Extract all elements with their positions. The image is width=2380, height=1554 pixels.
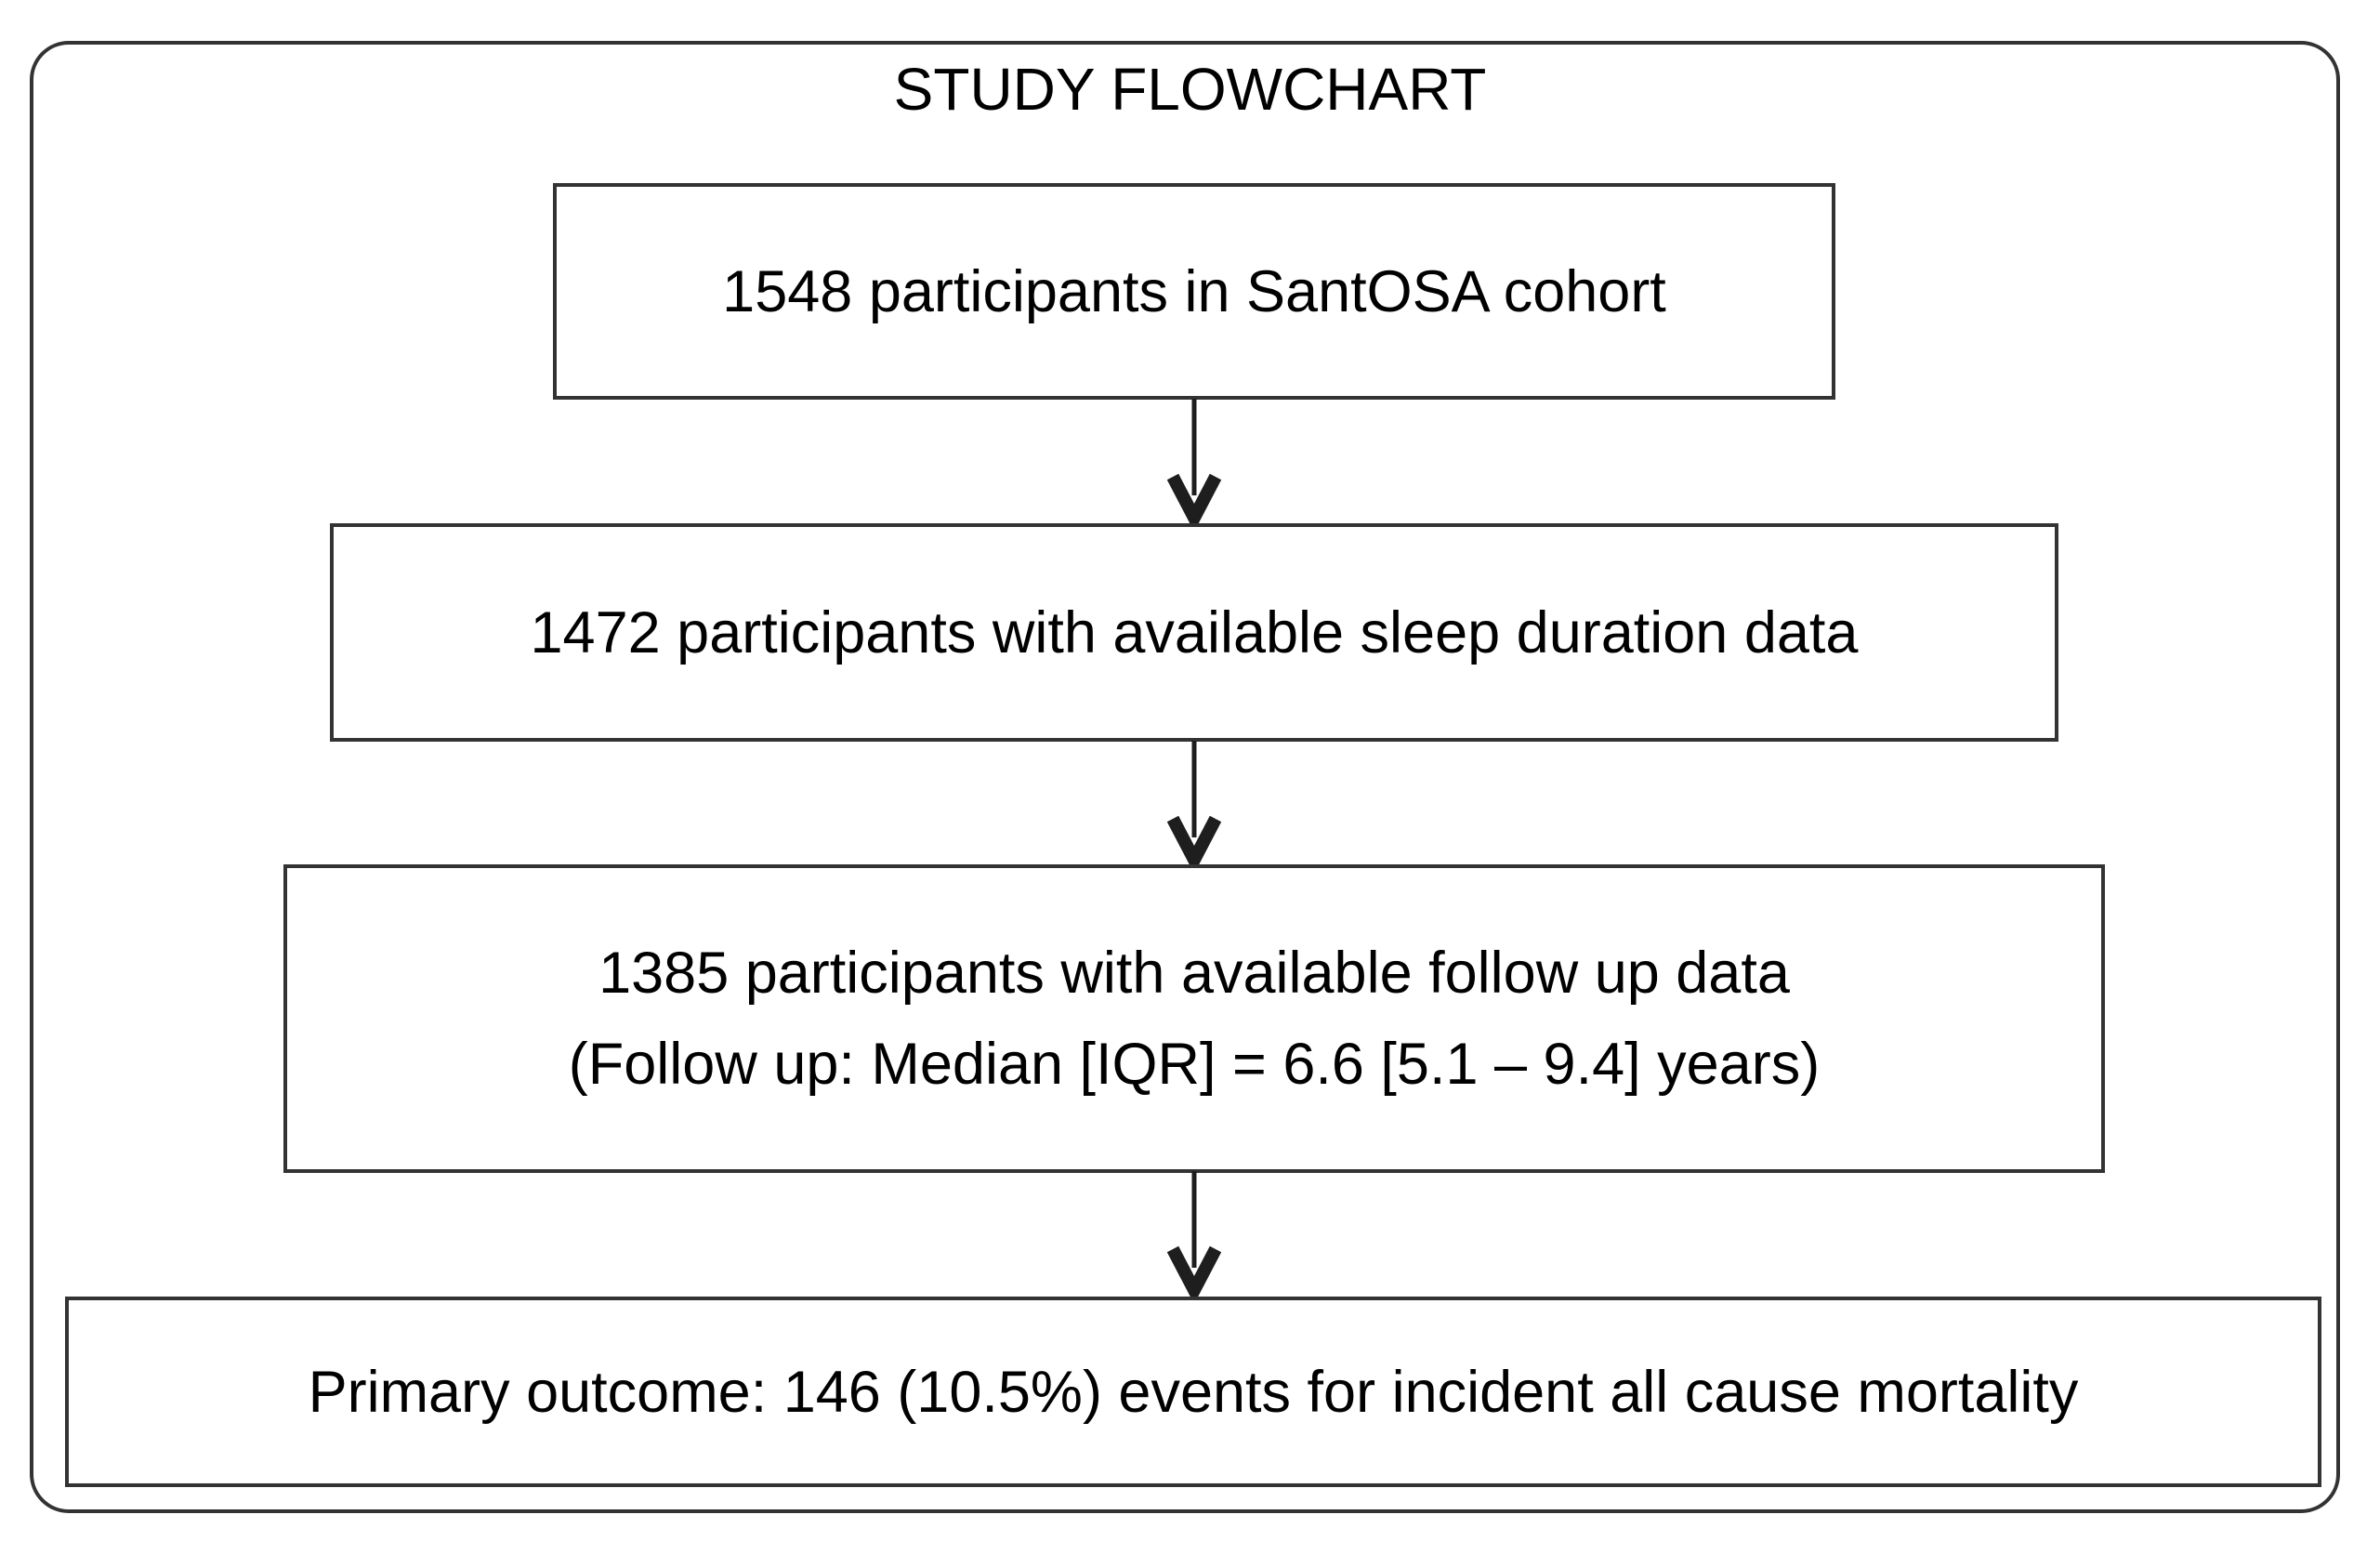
node-followup-text: 1385 participants with available follow … — [569, 928, 1820, 1110]
node-outcome-text: Primary outcome: 146 (10.5%) events for … — [308, 1359, 2079, 1425]
node-followup-line1: 1385 participants with available follow … — [598, 941, 1790, 1006]
node-outcome-box: Primary outcome: 146 (10.5%) events for … — [65, 1297, 2321, 1487]
arrow-down-icon — [1166, 741, 1222, 875]
node-cohort-box: 1548 participants in SantOSA cohort — [553, 183, 1835, 400]
node-followup-box: 1385 participants with available follow … — [283, 864, 2105, 1173]
node-sleep-text: 1472 participants with available sleep d… — [530, 599, 1859, 665]
node-sleep-box: 1472 participants with available sleep d… — [330, 523, 2058, 742]
node-cohort-text: 1548 participants in SantOSA cohort — [722, 258, 1666, 324]
flowchart-title: STUDY FLOWCHART — [893, 56, 1487, 123]
arrow-down-icon — [1166, 1171, 1222, 1305]
arrow-down-icon — [1166, 399, 1222, 533]
node-followup-line2: (Follow up: Median [IQR] = 6.6 [5.1 – 9.… — [568, 1032, 1821, 1097]
